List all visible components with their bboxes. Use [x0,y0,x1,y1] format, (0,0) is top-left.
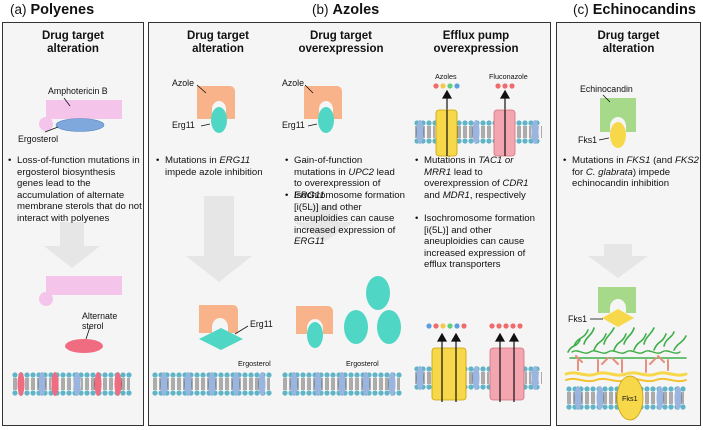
gene-fks2: FKS2 [674,155,699,166]
bullet-text: Mutations in FKS1 (and FKS2 for C. glabr… [572,155,699,190]
label-ergosterol-b1: Ergosterol [238,359,271,368]
header-polyenes: (a)Polyenes [10,2,94,18]
bullet-text: Mutations in TAC1 or MRR1 lead to overex… [424,155,529,201]
gene-upc2: UPC2 [348,166,374,178]
header-echinocandins: (c)Echinocandins [573,2,696,18]
label-erg11-1: Erg11 [172,120,195,130]
title-line-1: Drug target [597,30,660,42]
title-efflux: Efflux pump overexpression [414,30,538,56]
label-ergosterol-b2: Ergosterol [346,359,379,368]
title-echinocandin-alteration: Drug target alteration [556,30,701,56]
gene-mdr1: MDR1 [442,189,470,201]
bullet-isochromosome-erg11: •Isochromosome formation [i(5L)] and oth… [285,190,405,248]
bullet-upc2: •Gain-of-function mutations in UPC2 lead… [285,155,405,201]
title-polyenes-alteration: Drug target alteration [2,30,144,56]
title-line-2: alteration [47,43,99,55]
panel-echinocandins [556,22,701,426]
section-letter-c: (c) [573,2,589,17]
bullet-fks1: •Mutations in FKS1 (and FKS2 for C. glab… [563,155,699,190]
title-line-1: Drug target [42,30,104,42]
title-azole-alteration: Drug target alteration [168,30,268,56]
alternate-line-1: Alternate [82,311,118,321]
label-echinocandin: Echinocandin [580,84,633,94]
bullet-text: Mutations in ERG11 impede azole inhibiti… [165,155,263,178]
label-azole-2: Azole [282,78,305,88]
title-line-1: Drug target [187,30,249,42]
section-letter-a: (a) [10,2,27,17]
gene-erg11: ERG11 [294,236,325,248]
bullet-text: Loss-of-function mutations in ergosterol… [17,155,142,224]
title-line-2: alteration [602,43,655,55]
alternate-line-2: sterol [82,321,104,331]
gene-fks1: FKS1 [626,155,651,166]
label-azole-1: Azole [172,78,195,88]
gene-erg11: ERG11 [219,155,251,166]
title-line-2: alteration [192,43,244,55]
bullet-text: Isochromosome formation [i(5L)] and othe… [294,190,405,248]
bullet-text: Gain-of-function mutations in UPC2 lead … [294,155,395,201]
label-erg11-lower: Erg11 [250,319,273,329]
section-title-polyenes: Polyenes [30,2,95,18]
bullet-isochromosome-efflux: •Isochromosome formation [i(5L)] and oth… [415,213,543,271]
species-c-glabrata: C. glabrata [585,166,633,178]
title-line-2: overexpression [298,43,384,55]
bullet-text: Isochromosome formation [i(5L)] and othe… [424,213,535,271]
title-azole-overexpression: Drug target overexpression [282,30,400,56]
section-title-echinocandins: Echinocandins [592,2,696,18]
label-alternate-sterol: Alternate sterol [82,311,117,331]
gene-tac1-mrr1: TAC1 or MRR1 [424,155,514,178]
title-line-2: overexpression [433,43,519,55]
title-line-1: Efflux pump [442,30,510,42]
label-azoles-drugs: Azoles [435,72,457,81]
gene-cdr1: CDR1 [502,178,529,190]
label-amphotericin-b: Amphotericin B [48,86,108,96]
label-fks1-upper: Fks1 [578,135,598,145]
bullet-tac1-mrr1: •Mutations in TAC1 or MRR1 lead to overe… [415,155,543,201]
title-line-1: Drug target [310,30,372,42]
label-fks1-membrane: Fks1 [622,394,638,403]
section-title-azoles: Azoles [332,2,380,18]
label-ergosterol-a: Ergosterol [18,134,59,144]
bullet-polyenes: •Loss-of-function mutations in ergostero… [8,155,142,224]
label-fks1-lower: Fks1 [568,314,588,324]
label-erg11-2: Erg11 [282,120,305,130]
gene-erg11: ERG11 [294,189,325,201]
bullet-azole-alteration: •Mutations in ERG11 impede azole inhibit… [156,155,276,178]
section-letter-b: (b) [312,2,329,17]
header-azoles: (b)Azoles [312,2,379,18]
label-fluconazole: Fluconazole [489,72,528,81]
